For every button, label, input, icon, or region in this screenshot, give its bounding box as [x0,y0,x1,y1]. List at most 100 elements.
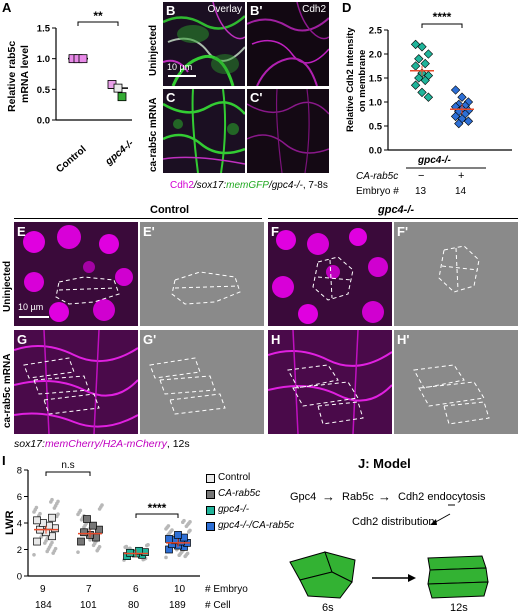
panel-i-cell-dot-3-21 [164,527,168,531]
micrograph-h: H [268,330,392,434]
outline-fp-svg [438,245,480,293]
legend-swatch-carab5c [206,490,215,499]
model-gpc4: Gpc4 [290,491,317,503]
caption-bc: Cdh2/sox17:memGFP/gpc4-/-, 7-8s [170,180,328,191]
panel-d-point-0-2 [423,49,434,59]
panel-i-ytick-label-3: 6 [17,492,22,503]
legend-swatch-gpc4-carab5c [206,522,215,531]
model-arrow-stage-head [408,574,416,582]
panel-d-point-0-3 [414,54,424,64]
panel-label-a: A [2,0,12,15]
panel-i-cell-dot-1-19 [95,548,99,553]
legend-swatch-control [206,474,215,483]
panel-d-ytick-label-4: 2.0 [369,50,382,61]
panel-i-embryo-1: 9 [40,584,46,595]
micrograph-c-overlay: C [163,89,245,173]
outline-g-prime: G' [140,330,264,434]
outline-ep-svg [171,271,241,305]
micrograph-c-svg [163,89,245,173]
panel-i-cell-dot-1-23 [82,525,86,529]
panel-d-point-0-9 [420,75,430,86]
scale-bar-line-bc [168,75,196,77]
panel-a-chart: 0.00.51.01.5** [37,9,132,127]
panel-a-point-1-1 [113,83,123,93]
model-arrow-diagonal-head [430,519,437,525]
panel-i-cell-3: 80 [128,600,140,611]
legend-label-control: Control [218,472,251,483]
model-stage-12s: 12s [450,602,468,614]
panel-i-ytick-label-1: 2 [17,545,22,556]
panel-i-cell-dot-1-21 [76,512,80,517]
panel-a-ytick-label-2: 1.0 [37,54,50,65]
model-rab5c: Rab5c [342,491,374,503]
panel-i-cell-4: 189 [169,600,186,611]
micrograph-f: F [268,222,392,326]
model-diagram [289,504,489,599]
scale-bar-eh: 10 µm [18,302,44,312]
panel-i-cell-dot-3-19 [183,554,187,559]
panel-label-i: I [2,453,6,468]
model-arrow-2: → [378,489,391,504]
panel-a-ytick-label-3: 1.5 [37,24,51,35]
model-endocytosis: Cdh2 endocytosis [398,491,486,503]
scale-bar-line-eh [19,316,49,318]
panel-a-sig-bracket [77,21,119,26]
caption-eh-sox: sox17: [14,438,45,450]
panel-i-cell-dot-0-19 [51,551,55,555]
panel-i-ytick-label-2: 4 [17,519,22,530]
caption-bc-cdh2: Cdh2 [170,180,194,191]
panel-d-carab-minus: − [418,170,425,182]
row-label-uninjected-bc: Uninjected [148,24,159,76]
panel-i-cell-dot-0-35 [49,500,53,504]
micrograph-f-svg [268,222,392,326]
legend-label-gpc4: gpc4-/- [218,504,250,515]
panel-i-embryo-0-0 [33,537,41,546]
outline-gp-svg [149,357,226,415]
panel-d-carab-plus: + [458,170,465,182]
panel-d-point-1-1 [457,92,467,102]
panel-i-embryo-3: 6 [133,584,139,595]
panel-i-cell-dot-3-38 [177,553,181,558]
micrograph-c-cdh2: C' [247,89,329,173]
panel-i-cell-dot-3-35 [181,520,185,525]
caption-eh-mem: memCherry/H2A-mCherry [44,438,167,450]
panel-d-point-0-1 [417,42,427,52]
panel-i-cell-dot-0-0 [32,553,36,557]
panel-d-embryo-label: Embryo # [356,186,399,197]
panel-i-embryo-1-5 [89,521,97,530]
panel-i-embryo-1-6 [83,515,91,523]
panel-i-embryo-label: # Embryo [205,584,248,595]
panel-a-ytick-label-1: 0.5 [37,85,51,96]
panel-i-ytick-label-0: 0 [17,572,22,583]
panel-d-point-0-4 [420,58,430,69]
micrograph-e-svg [14,222,138,326]
legend-swatch-gpc4 [206,506,215,515]
panel-i-embryo-0-1 [48,532,56,541]
panel-i-cell-2: 101 [80,600,97,611]
panel-label-ep: E' [143,224,155,239]
panel-i-embryo-1-3 [80,528,88,537]
outline-e-prime: E' [140,222,264,326]
panel-d-carab-label: CA-rab5c [356,171,399,182]
panel-i-cell-dot-1-24 [97,507,102,511]
panel-d-group-label: gpc4-/- [418,155,451,166]
panel-a-point-1-2 [117,92,127,102]
legend-label-carab5c: CA-rab5c [218,488,261,499]
outline-h-prime: H' [394,330,518,434]
panel-i-cell-dot-3-32 [184,524,189,529]
panel-i-ns-text: n.s [61,460,74,471]
model-cells-12s [427,555,489,599]
panel-label-gp: G' [143,332,157,347]
micrograph-b-svg [163,2,245,86]
micrograph-b-overlay: Overlay B 10 µm [163,2,245,86]
model-arrow-1: → [322,489,335,504]
panel-i-cell-dot-3-37 [187,530,191,534]
panel-i-cell-dot-2-19 [141,557,145,562]
micrograph-g: G [14,330,138,434]
panel-i-embryo-1-0 [77,537,85,546]
row-label-carab5c-bc: ca-rab5c mRNA [148,97,159,172]
panel-d-embryo-2: 14 [455,186,467,197]
model-cells-6s [289,551,356,599]
panel-d-ytick-label-2: 1.0 [369,98,382,109]
panel-i-embryo-4: 10 [174,584,186,595]
